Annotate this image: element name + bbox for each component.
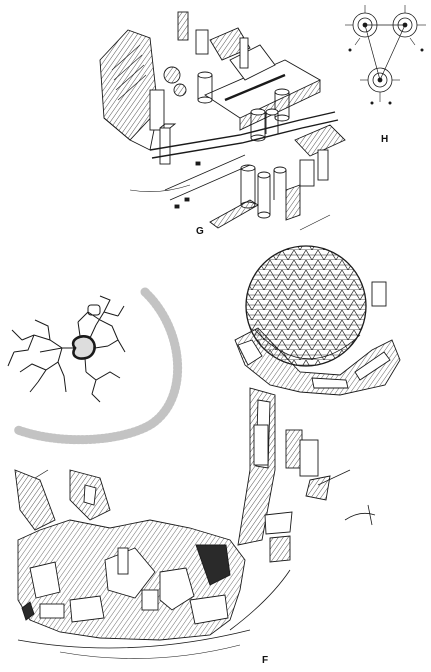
network-plan-diagram [7,295,126,403]
drawing-g-axonometric-block [99,11,346,231]
figure-label-g: G [196,226,204,237]
drawing-f-dome-city-plan [14,245,401,659]
figure-label-f: F [262,655,269,666]
stipple-arc [13,287,182,445]
drawing-h-cluster-diagram [345,5,426,105]
figure-label-h: H [381,134,389,145]
